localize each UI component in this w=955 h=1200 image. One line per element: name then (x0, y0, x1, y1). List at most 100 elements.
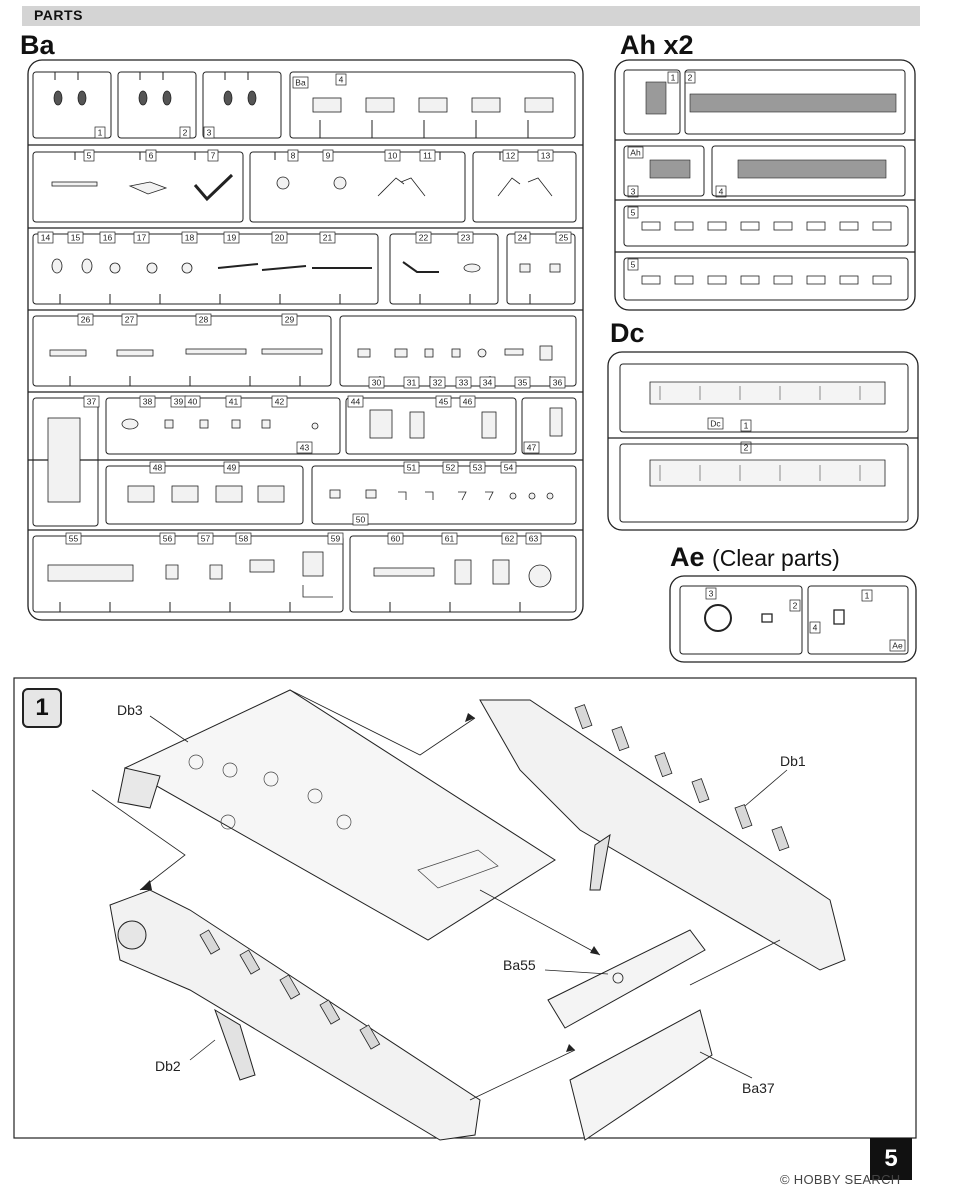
svg-text:23: 23 (461, 233, 471, 243)
svg-text:35: 35 (518, 378, 528, 388)
svg-text:1: 1 (98, 128, 103, 138)
track-link (641, 221, 661, 231)
svg-text:36: 36 (553, 378, 563, 388)
svg-text:50: 50 (356, 515, 366, 525)
ba-part-number: 24 (514, 231, 531, 244)
ba-part-number: 31 (403, 376, 420, 389)
track-link (773, 275, 793, 285)
page-number: 5 (870, 1138, 912, 1180)
ah-part-number: 5 (627, 258, 639, 271)
ba-part-number: 49 (223, 461, 240, 474)
ba-part-number: 44 (347, 395, 364, 408)
ba-part-number: 55 (65, 532, 82, 545)
ba-part-number: 29 (281, 313, 298, 326)
sprue-ae-name: Ae (670, 542, 705, 572)
ah-part-number: 1 (667, 71, 679, 84)
ba-part-number: 34 (479, 376, 496, 389)
svg-text:2: 2 (793, 601, 798, 611)
callout-db1: Db1 (780, 753, 806, 769)
svg-text:62: 62 (505, 534, 515, 544)
ba-part-number: 2 (179, 126, 191, 139)
svg-text:10: 10 (388, 151, 398, 161)
sprue-dc-tag: Dc (707, 417, 724, 430)
svg-text:4: 4 (339, 75, 344, 85)
ba-part-number: 53 (469, 461, 486, 474)
svg-text:28: 28 (199, 315, 209, 325)
svg-text:17: 17 (137, 233, 147, 243)
track-link (707, 221, 727, 231)
track-link (641, 275, 661, 285)
ba-part-number: 21 (319, 231, 336, 244)
ba-part-number: 50 (352, 513, 369, 526)
svg-text:31: 31 (407, 378, 417, 388)
track-link (674, 221, 694, 231)
svg-text:22: 22 (419, 233, 429, 243)
svg-text:4: 4 (813, 623, 818, 633)
ba-part-number: 62 (501, 532, 518, 545)
ba-part-number: 13 (537, 149, 554, 162)
ba-part-number: 30 (368, 376, 385, 389)
sprue-dc-title: Dc (610, 318, 645, 348)
ba-part-number: 5 (83, 149, 95, 162)
svg-text:12: 12 (506, 151, 516, 161)
track-link (839, 221, 859, 231)
svg-text:16: 16 (103, 233, 113, 243)
ba-part-number: 9 (322, 149, 334, 162)
svg-text:26: 26 (81, 315, 91, 325)
sprue-ae-tag: Ae (889, 639, 906, 652)
ba-part-number: 27 (121, 313, 138, 326)
svg-text:61: 61 (445, 534, 455, 544)
svg-text:1: 1 (671, 73, 676, 83)
ah-part-number: 5 (627, 206, 639, 219)
dc-part-number: 2 (740, 441, 752, 454)
track-link (674, 275, 694, 285)
svg-text:20: 20 (275, 233, 285, 243)
ba-part-number: 58 (235, 532, 252, 545)
svg-text:47: 47 (527, 443, 537, 453)
svg-text:Ah: Ah (630, 148, 641, 158)
ba-part-number: 43 (296, 441, 313, 454)
sprue-ae-subtitle: (Clear parts) (712, 545, 840, 571)
ba-part-number: 6 (145, 149, 157, 162)
svg-text:Dc: Dc (710, 419, 721, 429)
svg-text:2: 2 (183, 128, 188, 138)
svg-text:46: 46 (463, 397, 473, 407)
svg-text:3: 3 (631, 187, 636, 197)
sprue-ah-title: Ah x2 (620, 30, 694, 60)
callout-ba55: Ba55 (503, 957, 536, 973)
track-link (872, 221, 892, 231)
svg-text:24: 24 (518, 233, 528, 243)
callout-db2: Db2 (155, 1058, 181, 1074)
svg-text:34: 34 (483, 378, 493, 388)
ba-part-number: 3 (203, 126, 215, 139)
svg-text:5: 5 (631, 208, 636, 218)
ba-part-number: 7 (207, 149, 219, 162)
watermark: © HOBBY SEARCH (780, 1172, 901, 1187)
track-link (740, 275, 760, 285)
svg-text:54: 54 (504, 463, 514, 473)
ba-part-number: 56 (159, 532, 176, 545)
svg-text:27: 27 (125, 315, 135, 325)
svg-text:49: 49 (227, 463, 237, 473)
ba-part-number: 59 (327, 532, 344, 545)
ah-part-number: 2 (684, 71, 696, 84)
sprue-ae-frame (669, 575, 917, 663)
svg-text:30: 30 (372, 378, 382, 388)
svg-text:56: 56 (163, 534, 173, 544)
ba-part-number: 8 (287, 149, 299, 162)
svg-text:32: 32 (433, 378, 443, 388)
step-number-badge: 1 (22, 688, 62, 728)
track-link (773, 221, 793, 231)
ae-part-number: 3 (705, 587, 717, 600)
svg-text:58: 58 (239, 534, 249, 544)
sprue-ah-tag: Ah (627, 146, 644, 159)
ba-part-number: 28 (195, 313, 212, 326)
svg-text:7: 7 (211, 151, 216, 161)
svg-text:33: 33 (459, 378, 469, 388)
sprue-ae-title: Ae (Clear parts) (670, 542, 840, 573)
svg-text:Ba: Ba (295, 78, 306, 88)
ba-part-number: 19 (223, 231, 240, 244)
ba-part-number: 46 (459, 395, 476, 408)
svg-text:4: 4 (719, 187, 724, 197)
